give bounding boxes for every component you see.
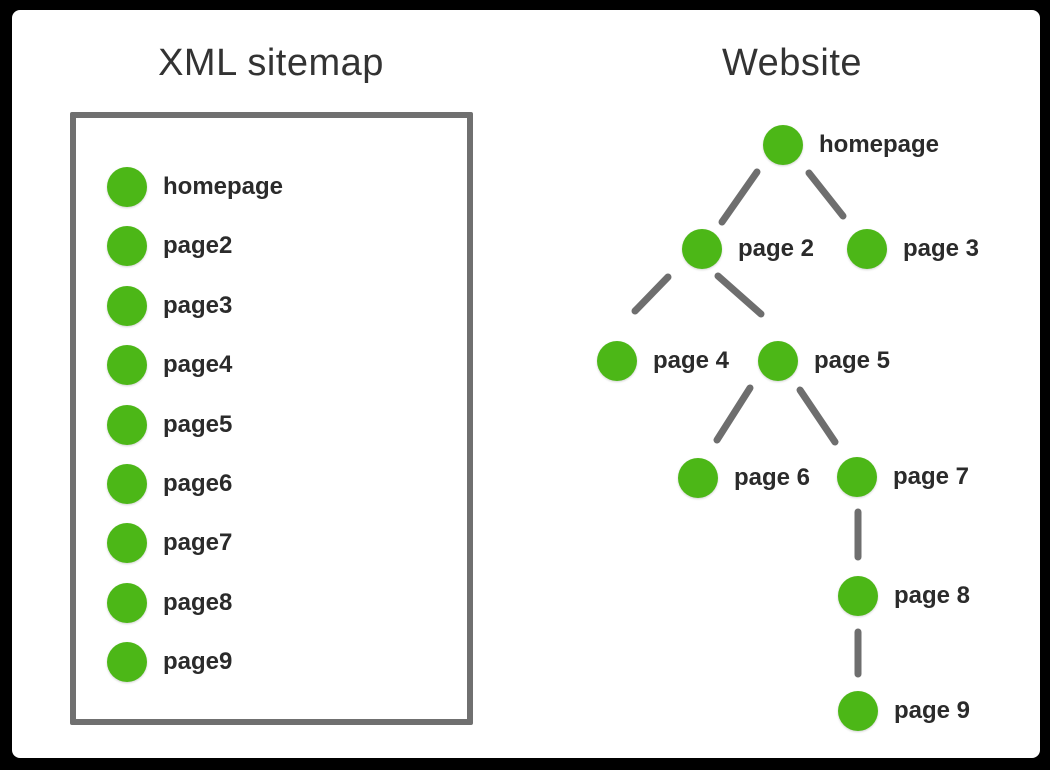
tree-node-label: page 9 [894,697,971,724]
edge-page2-page4 [631,273,672,315]
tree-node-page2: page 2 [682,229,814,269]
sitemap-item-page6: page6 [107,464,367,504]
tree-node-label: page 4 [653,347,730,374]
page-node-icon [758,341,798,381]
tree-node-label: page 7 [893,463,970,490]
page-node-icon [107,286,147,326]
xml-sitemap-title: XML sitemap [158,42,384,84]
sitemap-item-label: page3 [163,292,233,319]
sitemap-item-page7: page7 [107,523,367,563]
sitemap-item-label: homepage [163,173,284,200]
sitemap-item-label: page7 [163,529,233,556]
tree-node-page8: page 8 [838,576,970,616]
page-node-icon [847,229,887,269]
tree-node-label: homepage [819,131,940,158]
page-node-icon [763,125,803,165]
sitemap-item-label: page6 [163,470,233,497]
edge-page5-page7 [796,386,839,446]
edge-homepage-page2 [718,168,761,226]
sitemap-item-page5: page5 [107,405,367,445]
sitemap-item-label: page9 [163,648,233,675]
page-node-icon [107,464,147,504]
sitemap-item-page8: page8 [107,583,367,623]
tree-node-page9: page 9 [838,691,970,731]
website-title: Website [721,42,863,84]
page-node-icon [107,167,147,207]
tree-node-page6: page 6 [678,458,810,498]
tree-node-page4: page 4 [597,341,729,381]
page-node-icon [107,405,147,445]
page-node-icon [107,226,147,266]
tree-node-label: page 8 [894,582,971,609]
page-node-icon [678,458,718,498]
sitemap-item-label: page8 [163,589,233,616]
tree-node-page5: page 5 [758,341,890,381]
sitemap-item-label: page5 [163,411,233,438]
sitemap-item-label: page2 [163,232,233,259]
page-node-icon [107,642,147,682]
page-node-icon [682,229,722,269]
page-node-icon [107,583,147,623]
page-node-icon [107,523,147,563]
page-node-icon [838,576,878,616]
page-node-icon [837,457,877,497]
tree-node-label: page 2 [738,235,815,262]
tree-node-page3: page 3 [847,229,979,269]
tree-node-page7: page 7 [837,457,969,497]
tree-node-label: page 3 [903,235,980,262]
sitemap-item-homepage: homepage [107,167,367,207]
sitemap-item-page3: page3 [107,286,367,326]
tree-node-label: page 6 [734,464,811,491]
edge-page2-page5 [714,272,765,318]
sitemap-item-page9: page9 [107,642,367,682]
edge-homepage-page3 [805,169,847,220]
sitemap-item-page4: page4 [107,345,367,385]
sitemap-item-page2: page2 [107,226,367,266]
page-node-icon [838,691,878,731]
sitemap-item-label: page4 [163,351,233,378]
edge-page5-page6 [713,384,754,444]
tree-node-homepage: homepage [763,125,939,165]
tree-node-label: page 5 [814,347,891,374]
page-node-icon [107,345,147,385]
page-node-icon [597,341,637,381]
